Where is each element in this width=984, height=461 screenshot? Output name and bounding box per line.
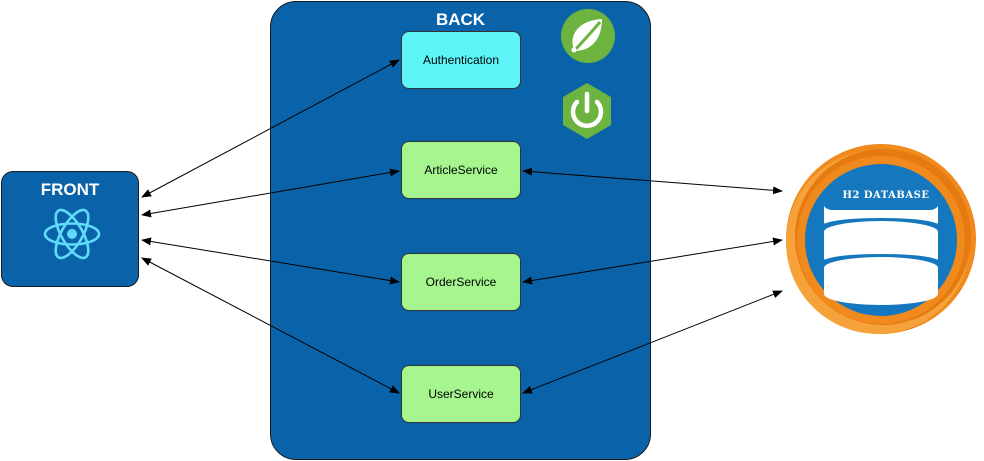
service-article: ArticleService <box>401 141 521 199</box>
spring-leaf-icon <box>561 9 615 63</box>
arrow-front-order <box>141 237 400 285</box>
arrow-article-database <box>522 167 783 195</box>
front-title: FRONT <box>40 180 100 199</box>
arrow-front-article <box>141 168 400 218</box>
database-label: H2 DATABASE <box>842 190 930 201</box>
h2-database-icon <box>786 144 976 334</box>
arrow-front-user <box>141 257 400 394</box>
service-user: UserService <box>401 365 521 423</box>
arrow-order-database <box>522 237 783 285</box>
arrow-front-authentication <box>141 59 400 198</box>
spring-boot-power-icon <box>563 83 611 139</box>
service-order: OrderService <box>401 253 521 311</box>
back-title: BACK <box>435 10 486 29</box>
front-container: FRONT <box>1 171 139 287</box>
react-atom-icon <box>43 208 101 260</box>
service-authentication: Authentication <box>401 31 521 89</box>
arrow-user-database <box>522 290 783 394</box>
